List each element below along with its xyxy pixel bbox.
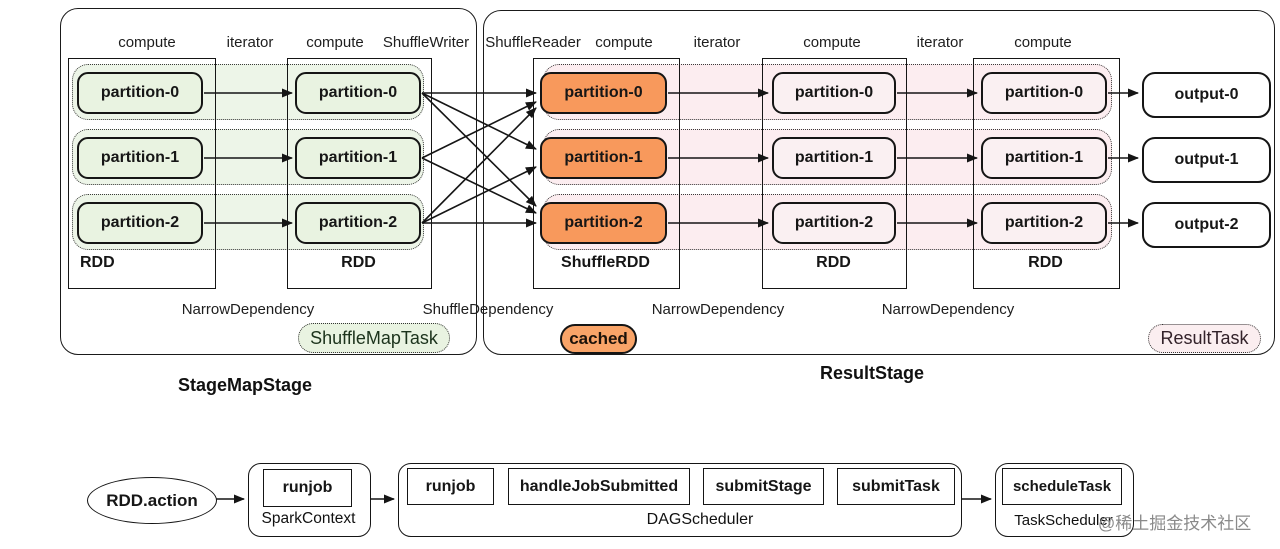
narrow-dependency-label: NarrowDependency [651,301,785,318]
partition: partition-1 [295,137,421,179]
narrow-dependency-label: NarrowDependency [181,301,315,318]
header-iterator-3: iterator [916,34,964,51]
partition: partition-0 [77,72,203,114]
result-rdd2-box [762,58,907,289]
partition: partition-0 [981,72,1107,114]
shuffle-rdd-label: ShuffleRDD [561,254,650,271]
rdd-label: RDD [816,254,851,271]
header-compute-4: compute [803,34,861,51]
header-compute-2: compute [306,34,364,51]
header-compute-3: compute [595,34,653,51]
task-scheduler-label: TaskScheduler [1014,512,1113,529]
map-rdd1-box [68,58,216,289]
partition: partition-0 [772,72,896,114]
header-compute-5: compute [1014,34,1072,51]
shuffle-map-task-badge: ShuffleMapTask [298,323,450,353]
header-iterator-2: iterator [693,34,741,51]
cached-badge: cached [560,324,637,354]
submit-stage-method: submitStage [703,468,824,505]
output: output-0 [1142,72,1271,118]
header-compute-1: compute [118,34,176,51]
result-task-badge: ResultTask [1148,324,1261,353]
runjob-method: runjob [263,469,352,507]
watermark: @稀土掘金技术社区 [1098,514,1252,533]
schedule-task-method: scheduleTask [1002,468,1122,505]
partition: partition-2 [981,202,1107,244]
output: output-1 [1142,137,1271,183]
partition-cached: partition-0 [540,72,667,114]
map-stage-title: StageMapStage [177,375,313,395]
shuffle-dependency-label: ShuffleDependency [422,301,554,318]
narrow-dependency-label: NarrowDependency [881,301,1015,318]
partition: partition-0 [295,72,421,114]
rdd-label: RDD [80,254,115,271]
runjob-method: runjob [407,468,494,505]
partition: partition-2 [77,202,203,244]
rdd-action-node: RDD.action [87,477,217,524]
partition: partition-2 [295,202,421,244]
header-iterator-1: iterator [226,34,274,51]
dag-scheduler-label: DAGScheduler [646,511,754,528]
result-stage-title: ResultStage [819,363,925,383]
partition-cached: partition-2 [540,202,667,244]
rdd-label: RDD [341,254,376,271]
partition-cached: partition-1 [540,137,667,179]
header-shufflewriter: ShuffleWriter [382,34,470,51]
partition: partition-1 [77,137,203,179]
header-shufflereader: ShuffleReader [485,34,581,51]
submit-task-method: submitTask [837,468,955,505]
result-rdd3-box [973,58,1120,289]
handle-job-submitted-method: handleJobSubmitted [508,468,690,505]
partition: partition-2 [772,202,896,244]
partition: partition-1 [772,137,896,179]
rdd-label: RDD [1028,254,1063,271]
output: output-2 [1142,202,1271,248]
spark-context-label: SparkContext [261,510,356,527]
partition: partition-1 [981,137,1107,179]
